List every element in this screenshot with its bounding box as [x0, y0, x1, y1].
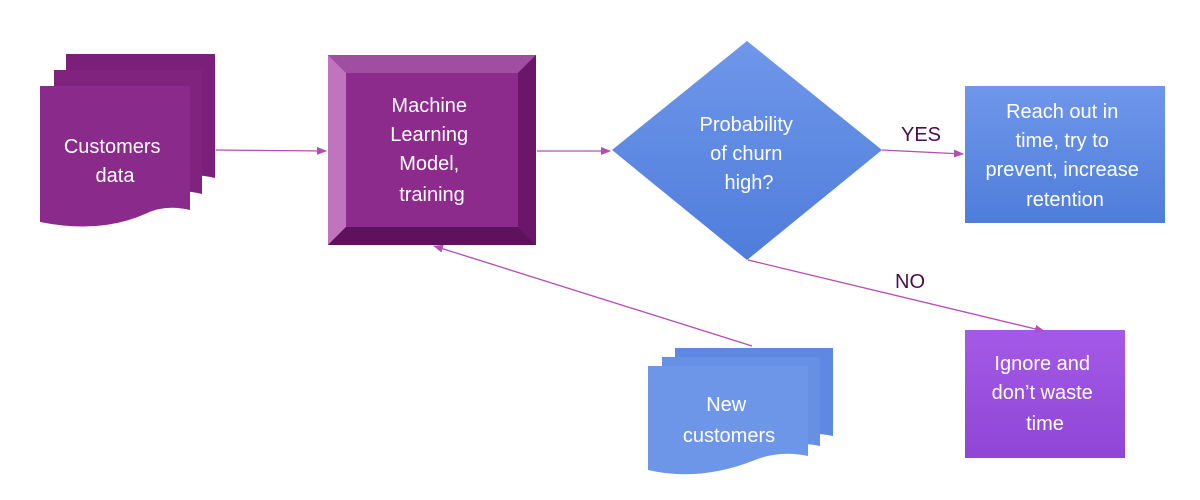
decision-node: Probability of churn high?: [612, 41, 882, 260]
customers-data-node: Customers data: [40, 54, 215, 227]
new-customers-label: New customers: [683, 394, 775, 447]
arrow-decision-yes: [881, 149, 964, 158]
arrow-decision-no: [747, 259, 1045, 333]
ml-model-label: Machine Learning Model, training: [390, 95, 473, 206]
customers-data-label: Customers data: [64, 136, 166, 187]
arrow-data-to-model: [215, 146, 327, 155]
arrow-new-customers-to-model: [433, 244, 753, 347]
reach-out-label: Reach out in time, try to prevent, incre…: [986, 101, 1145, 211]
yes-label: YES: [901, 124, 941, 146]
no-label: NO: [895, 271, 925, 293]
ignore-node: Ignore and don’t waste time: [965, 330, 1125, 458]
ml-model-node: Machine Learning Model, training: [328, 55, 536, 245]
reach-out-node: Reach out in time, try to prevent, incre…: [965, 86, 1165, 223]
new-customers-node: New customers: [648, 348, 833, 475]
ignore-label: Ignore and don’t waste time: [992, 353, 1099, 435]
decision-label: Probability of churn high?: [700, 114, 799, 194]
